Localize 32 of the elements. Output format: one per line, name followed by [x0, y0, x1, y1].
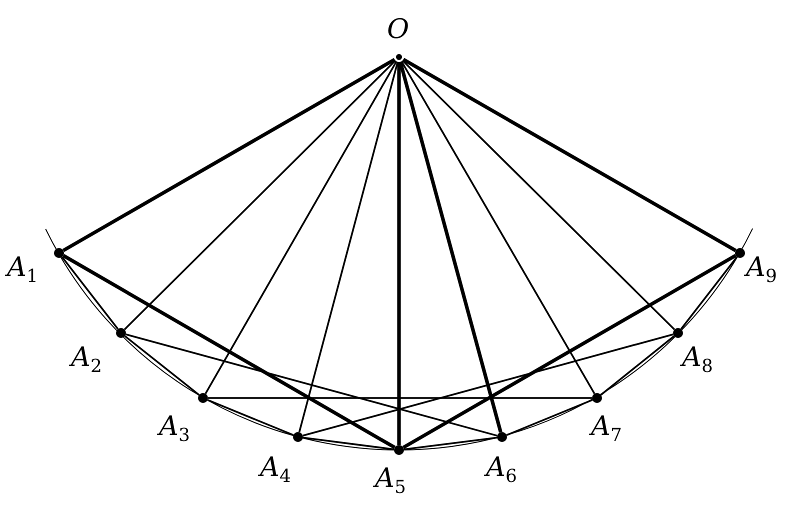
line-segment: [61, 256, 119, 330]
point-label: A$_{8}$: [682, 343, 713, 379]
point-label: A$_{6}$: [486, 453, 517, 489]
line-segment: [124, 60, 396, 330]
line-segment: [298, 62, 399, 432]
point-label: A$_{4}$: [260, 453, 291, 489]
line-segment: [398, 61, 502, 433]
line-segment: [402, 254, 737, 450]
line-segment: [402, 58, 737, 252]
point-label: A$_{7}$: [591, 412, 622, 448]
line-segment: [126, 333, 498, 437]
line-segment: [600, 335, 675, 396]
point-label: A$_{3}$: [159, 412, 190, 448]
line-segment: [397, 62, 401, 445]
line-segment: [506, 399, 593, 436]
line-segment: [302, 436, 394, 450]
line-segment: [124, 335, 200, 396]
line-segment: [204, 60, 398, 394]
line-segment: [404, 436, 498, 450]
point-label: A$_{9}$: [746, 253, 777, 289]
line-segment: [62, 58, 396, 252]
line-segment: [62, 254, 396, 450]
point-label: A$_{2}$: [71, 343, 102, 379]
line-segment: [680, 256, 738, 330]
line-segment: [208, 397, 592, 399]
point-label: A$_{5}$: [375, 464, 406, 500]
line-segment: [402, 60, 676, 330]
line-segment: [400, 60, 596, 394]
point-label: O: [387, 15, 410, 45]
point-label: A$_{1}$: [7, 253, 38, 289]
line-segment: [302, 333, 674, 437]
line-segment: [207, 399, 294, 436]
